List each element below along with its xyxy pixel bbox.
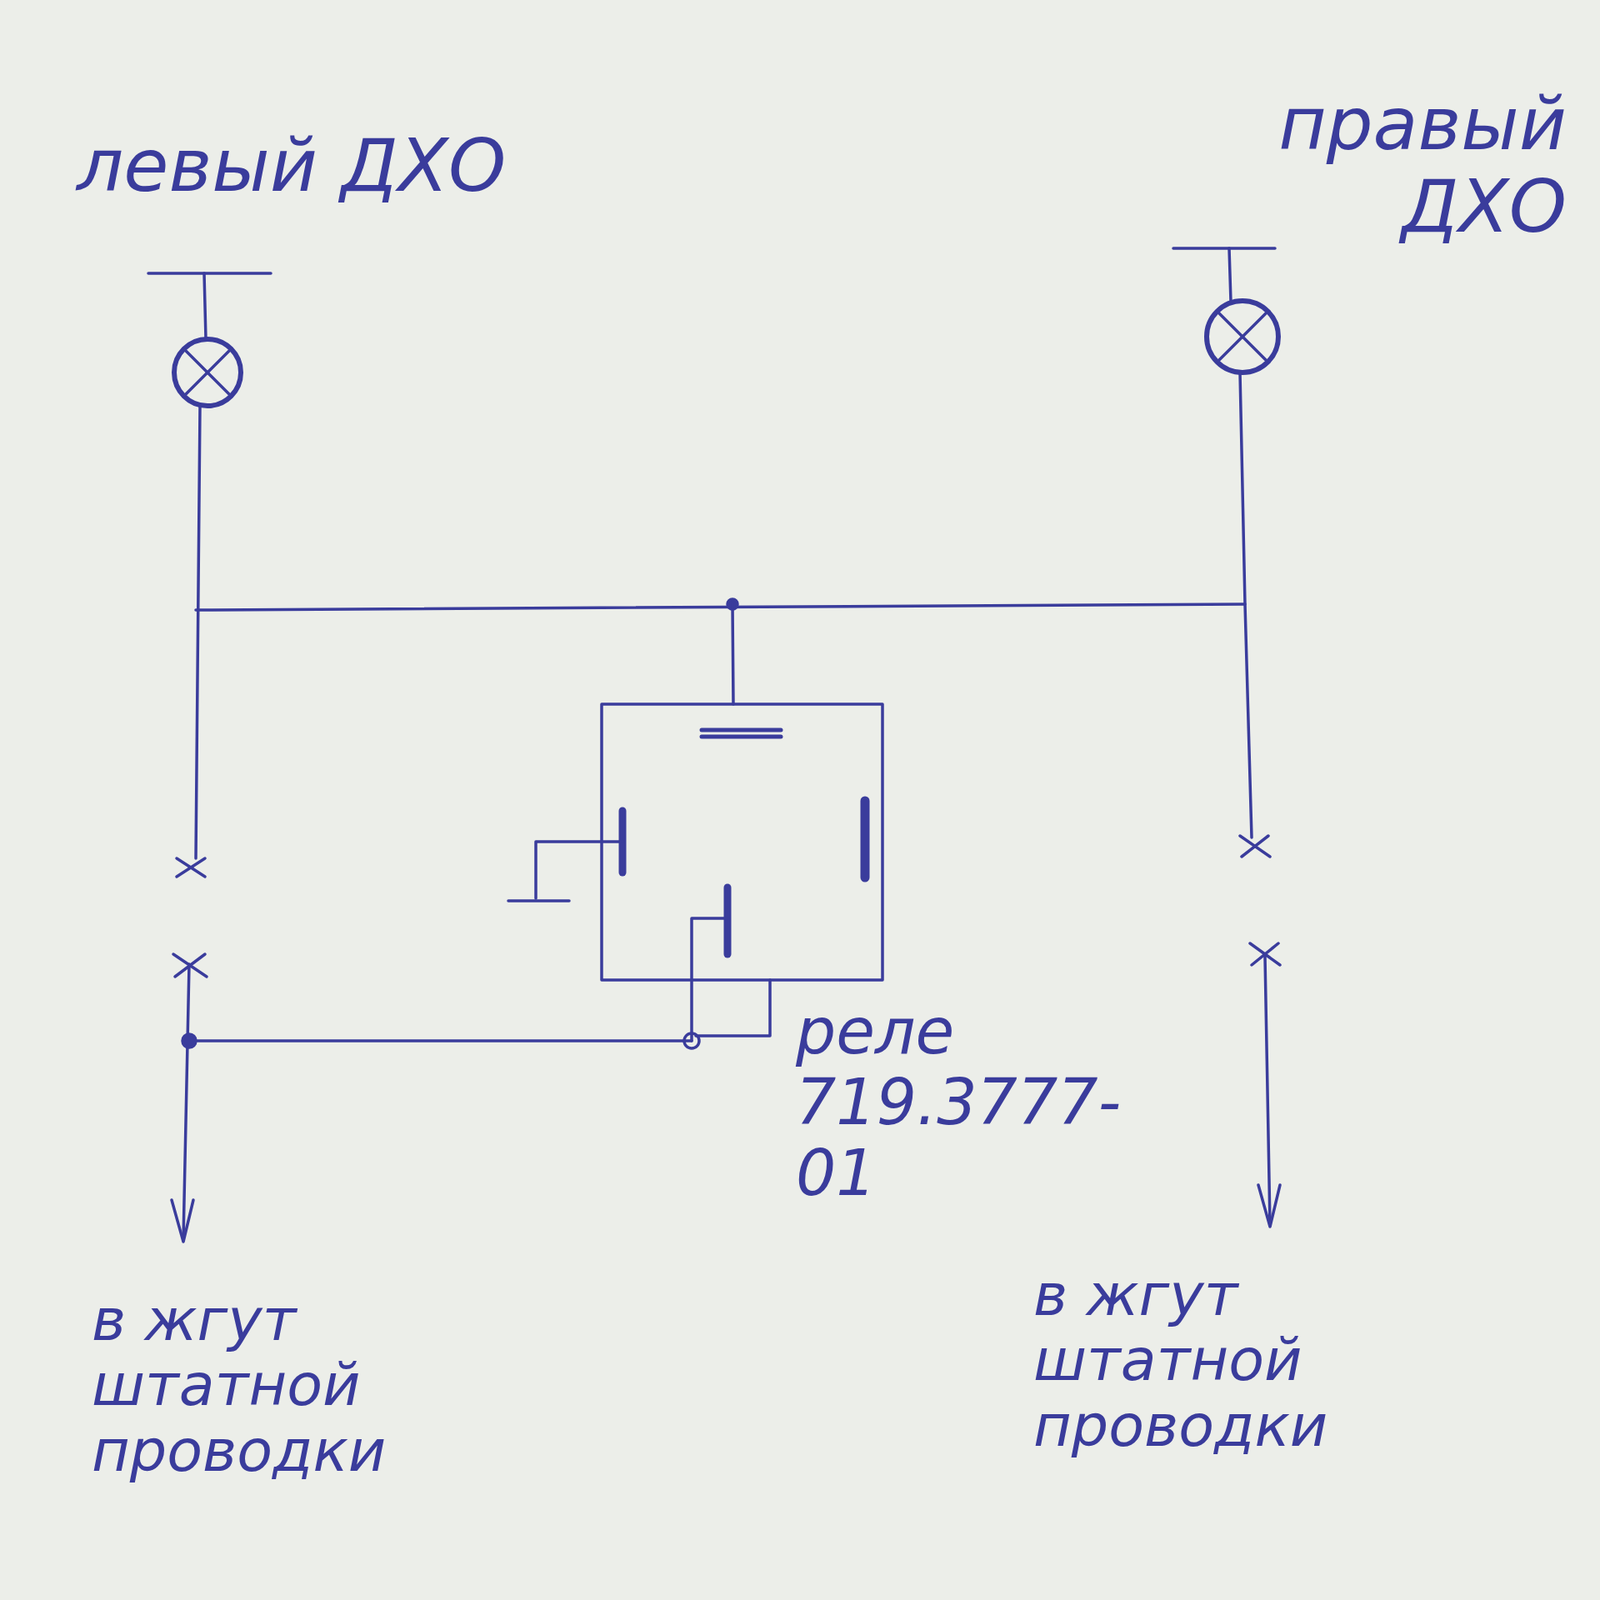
arrow-head	[1258, 1185, 1280, 1227]
wire	[204, 273, 206, 340]
relay-pin	[701, 728, 781, 733]
ground-bar	[1173, 246, 1275, 250]
ground-bar	[148, 271, 271, 275]
wire	[1229, 248, 1231, 302]
relay-pin	[860, 800, 870, 878]
lamp-label: правый ДХО	[1233, 83, 1567, 248]
wire	[189, 1039, 692, 1043]
break-mark	[176, 858, 205, 877]
wire	[195, 405, 200, 859]
lamp-label: левый ДХО	[76, 125, 660, 208]
harness-label: в жгут штатной проводки	[1033, 1262, 1400, 1459]
break-mark	[1240, 835, 1270, 857]
relay-pin	[724, 887, 732, 955]
wire	[183, 964, 190, 1240]
wire	[691, 918, 728, 1041]
wire	[195, 604, 1245, 610]
wire	[535, 841, 623, 899]
relay-box	[601, 704, 883, 980]
ground-bar	[508, 899, 570, 903]
junction-dot	[684, 1033, 700, 1049]
wire	[1240, 372, 1252, 838]
lamp-symbol	[1206, 300, 1279, 373]
wire	[732, 604, 734, 705]
wire	[1265, 956, 1270, 1225]
lamp-symbol	[174, 339, 241, 406]
harness-label: в жгут штатной проводки	[91, 1287, 442, 1484]
relay-label: реле 719.3777-01	[795, 995, 1196, 1209]
arrow-head	[171, 1200, 194, 1242]
junction-dot	[182, 1034, 196, 1048]
wire	[695, 980, 770, 1036]
relay-pin	[701, 735, 781, 740]
